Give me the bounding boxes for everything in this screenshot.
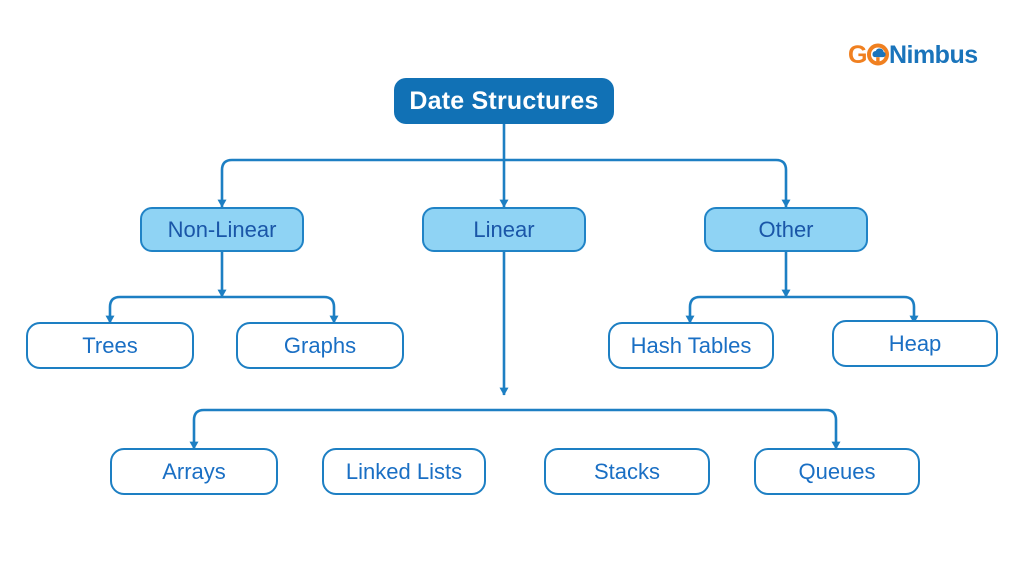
node-arrays-label: Arrays xyxy=(162,458,226,484)
node-heap[interactable]: Heap xyxy=(832,320,998,367)
wire-linear-bus xyxy=(189,408,841,450)
node-hash-tables-label: Hash Tables xyxy=(630,332,752,358)
wire-nonlinear-bus xyxy=(105,295,339,324)
node-queues-label: Queues xyxy=(798,458,876,484)
node-heap-label: Heap xyxy=(888,330,942,356)
gonimbus-logo: G Nimbus xyxy=(848,40,978,70)
cloud-o-icon xyxy=(866,43,889,68)
node-linked-lists-label: Linked Lists xyxy=(345,458,463,484)
node-linear-label: Linear xyxy=(473,216,535,242)
logo-nimbus-text: Nimbus xyxy=(888,40,978,69)
logo-go-text: G xyxy=(848,40,867,69)
node-trees-label: Trees xyxy=(82,332,138,358)
node-queues[interactable]: Queues xyxy=(754,448,920,495)
node-linear[interactable]: Linear xyxy=(422,207,586,252)
node-root-label: Date Structures xyxy=(409,86,599,115)
wire-other-bus xyxy=(685,295,919,324)
node-trees[interactable]: Trees xyxy=(26,322,194,369)
node-other[interactable]: Other xyxy=(704,207,868,252)
node-graphs[interactable]: Graphs xyxy=(236,322,404,369)
node-stacks-label: Stacks xyxy=(593,458,661,484)
node-root-date-structures[interactable]: Date Structures xyxy=(394,78,614,124)
node-non-linear-label: Non-Linear xyxy=(167,216,277,242)
node-hash-tables[interactable]: Hash Tables xyxy=(608,322,774,369)
node-linked-lists[interactable]: Linked Lists xyxy=(322,448,486,495)
node-graphs-label: Graphs xyxy=(283,332,357,358)
node-non-linear[interactable]: Non-Linear xyxy=(140,207,304,252)
node-arrays[interactable]: Arrays xyxy=(110,448,278,495)
node-other-label: Other xyxy=(758,216,814,242)
node-stacks[interactable]: Stacks xyxy=(544,448,710,495)
